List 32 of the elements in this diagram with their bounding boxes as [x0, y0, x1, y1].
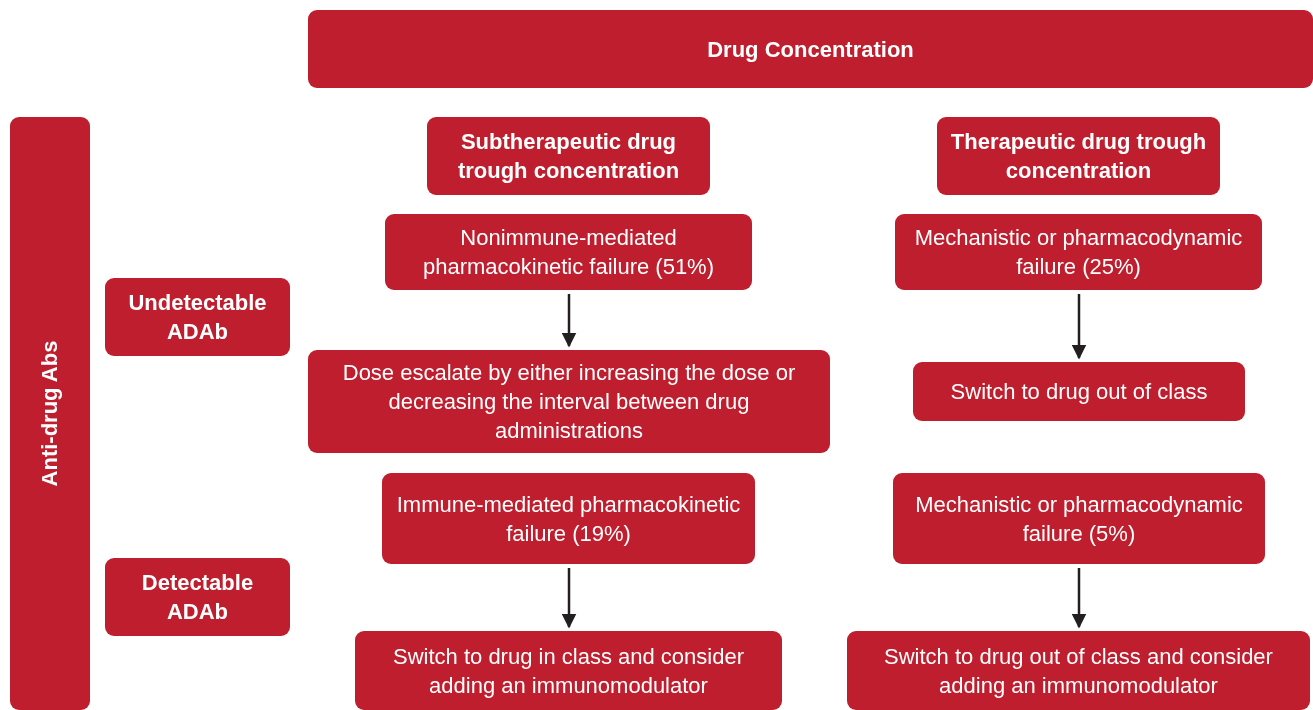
node-label: Dose escalate by either increasing the dose or decreasing the interval between drug administrations — [341, 359, 797, 445]
arrow — [1071, 568, 1087, 629]
node-label: Switch to drug out of class and consider adding an immunomodulator — [883, 642, 1274, 700]
row-header-box — [105, 278, 290, 356]
process-box — [893, 473, 1265, 564]
process-box — [895, 214, 1262, 290]
process-box — [847, 631, 1310, 710]
arrow — [561, 294, 577, 348]
title-bar — [308, 10, 1313, 88]
column-header-box — [937, 117, 1220, 195]
node-label: Subtherapeutic drug trough concentration — [456, 128, 681, 185]
node-label: Mechanistic or pharmacodynamic failure (5%) — [914, 490, 1244, 548]
arrow — [561, 568, 577, 629]
process-box — [355, 631, 782, 710]
node-label: Immune-mediated pharmacokinetic failure (19%) — [395, 490, 742, 548]
process-box — [308, 350, 830, 453]
node-label: Detectable ADAb — [140, 569, 255, 626]
node-label: Switch to drug out of class — [950, 378, 1208, 406]
row-header-box — [105, 558, 290, 636]
process-box — [385, 214, 752, 290]
node-label: Drug Concentration — [707, 35, 914, 64]
node-label: Switch to drug in class and consider adding an immunomodulator — [392, 642, 745, 700]
node-label: Mechanistic or pharmacodynamic failure (25%) — [913, 224, 1244, 281]
node-label: Undetectable ADAb — [127, 289, 268, 346]
process-box — [382, 473, 755, 564]
arrow — [1071, 294, 1087, 360]
vertical-label: Anti-drug Abs — [36, 340, 64, 487]
process-box — [913, 362, 1245, 421]
node-label: Nonimmune-mediated pharmacokinetic failure (51%) — [422, 224, 715, 281]
row-header-bar — [10, 117, 90, 710]
column-header-box — [427, 117, 710, 195]
node-label: Therapeutic drug trough concentration — [949, 128, 1208, 185]
